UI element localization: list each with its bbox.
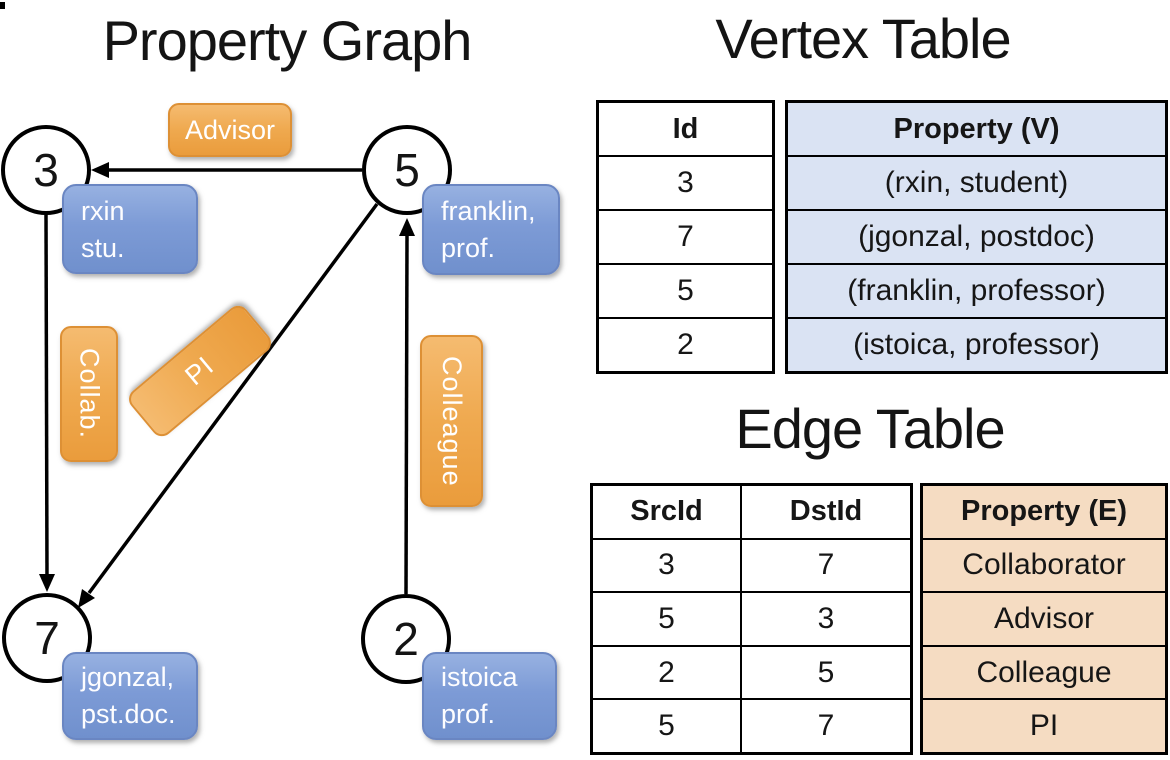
table-cell: 7 [599, 209, 772, 263]
vertex-table-title: Vertex Table [715, 7, 1011, 70]
vertex-property-box-istoica: istoica prof. [422, 652, 557, 740]
column-header-id: Id [672, 112, 699, 145]
edge-label-text: Advisor [184, 114, 276, 145]
table-cell: 7 [817, 709, 835, 743]
edge-table-title: Edge Table [735, 397, 1005, 460]
column-header-srcid: SrcId [593, 486, 742, 538]
table-cell: PI [923, 698, 1165, 752]
edge-3-to-7 [39, 213, 55, 592]
vertex-property-box-rxin: rxin stu. [62, 184, 198, 274]
table-row: 3 7 [593, 537, 910, 592]
column-header-dstid: DstId [789, 495, 863, 528]
table-cell: (franklin, professor) [788, 263, 1165, 317]
arrowhead-downleft-icon [78, 589, 95, 608]
vertex-property-line: rxin [81, 196, 125, 226]
column-header-property-e: Property (E) [961, 495, 1127, 528]
vertex-property-line: istoica [441, 662, 518, 692]
vertex-id-label: 7 [34, 612, 60, 664]
table-row: 5 3 [593, 591, 910, 645]
edge-label-collab: Collab. [60, 326, 118, 462]
table-cell: (istoica, professor) [788, 317, 1165, 371]
edge-label-colleague: Colleague [420, 335, 483, 507]
edge-table-id-columns: SrcId DstId 3 7 5 3 2 5 5 7 [590, 483, 913, 755]
vertex-table-id-column: Id 3 7 5 2 [596, 100, 775, 374]
property-graph-title: Property Graph [102, 9, 473, 72]
table-cell: Colleague [923, 644, 1165, 699]
table-row: 2 5 [593, 644, 910, 699]
table-cell: 5 [817, 655, 835, 689]
table-cell: Collaborator [923, 537, 1165, 592]
vertex-id-label: 5 [394, 144, 420, 196]
table-header-row: SrcId DstId [593, 486, 910, 538]
edge-5-to-7 [78, 202, 379, 608]
table-cell: 3 [599, 155, 772, 209]
vertex-circle-2: 2 [361, 594, 451, 684]
table-cell: 2 [593, 646, 742, 699]
table-cell: 2 [599, 317, 772, 371]
table-cell: (jgonzal, postdoc) [788, 209, 1165, 263]
vertex-property-line: jgonzal, [81, 662, 175, 692]
edge-2-to-5 [399, 218, 415, 595]
vertex-property-line: franklin, [441, 196, 536, 226]
vertex-table-property-column: Property (V) (rxin, student) (jgonzal, p… [785, 100, 1168, 374]
table-row: 5 7 [593, 698, 910, 752]
graph-edges-layer [39, 162, 415, 608]
column-header-property-v: Property (V) [893, 112, 1060, 145]
vertex-id-label: 2 [393, 613, 419, 665]
table-cell: Advisor [923, 591, 1165, 645]
arrowhead-down-icon [39, 574, 55, 592]
vertex-property-line: pst.doc. [81, 699, 176, 729]
corner-artifact [0, 2, 5, 9]
edge-label-text: PI [179, 350, 220, 391]
vertex-circle-3: 3 [1, 125, 91, 215]
arrowhead-left-icon [91, 162, 109, 178]
edge-5-to-3 [91, 162, 362, 178]
edge-table-property-column: Property (E) Collaborator Advisor Collea… [920, 483, 1168, 755]
table-cell: 7 [817, 548, 835, 582]
table-cell: 5 [593, 593, 742, 645]
table-cell: 5 [599, 263, 772, 317]
vertex-property-line: stu. [81, 233, 125, 263]
vertex-property-box-jgonzal: jgonzal, pst.doc. [62, 652, 198, 740]
table-cell: 3 [593, 539, 742, 592]
edge-label-text: Colleague [437, 355, 467, 487]
vertex-property-box-franklin: franklin, prof. [422, 184, 560, 275]
vertex-property-line: prof. [441, 699, 496, 729]
arrowhead-up-icon [399, 218, 415, 236]
edge-label-advisor: Advisor [168, 103, 292, 157]
table-cell: 5 [593, 700, 742, 752]
vertex-property-line: prof. [441, 233, 496, 263]
edge-label-text: Collab. [74, 348, 105, 440]
table-cell: 3 [817, 601, 835, 635]
table-cell: (rxin, student) [788, 155, 1165, 209]
vertex-id-label: 3 [33, 144, 59, 196]
